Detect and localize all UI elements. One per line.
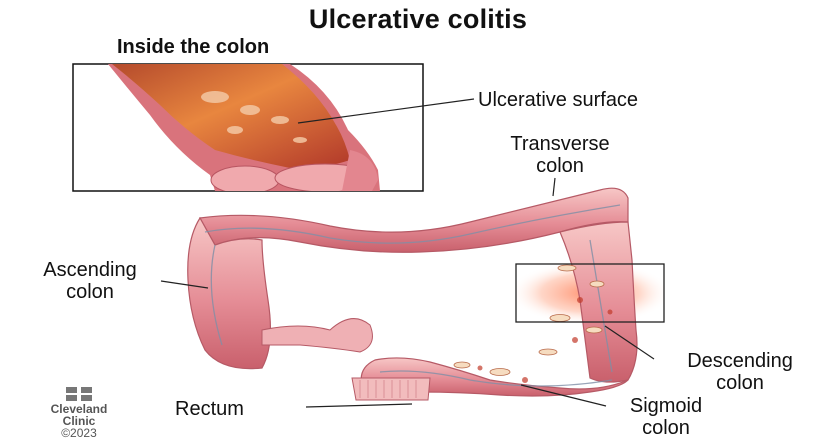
label-ascending-line1: Ascending xyxy=(6,259,174,281)
label-descending-line2: colon xyxy=(650,372,830,394)
label-ascending-line2: colon xyxy=(6,281,174,303)
label-descending-colon: Descending colon xyxy=(650,350,830,394)
label-descending-line1: Descending xyxy=(650,350,830,372)
label-sigmoid-line1: Sigmoid xyxy=(612,395,720,417)
cleveland-clinic-logo-icon xyxy=(66,387,92,401)
label-ulcerative-surface: Ulcerative surface xyxy=(478,89,638,111)
label-transverse-line2: colon xyxy=(480,155,640,177)
cleveland-clinic-logo: Cleveland Clinic ©2023 xyxy=(20,387,138,439)
label-rectum: Rectum xyxy=(175,398,244,420)
label-ascending-colon: Ascending colon xyxy=(6,259,174,303)
label-transverse-line1: Transverse xyxy=(480,133,640,155)
logo-copyright: ©2023 xyxy=(20,427,138,439)
label-transverse-colon: Transverse colon xyxy=(480,133,640,177)
label-sigmoid-colon: Sigmoid colon xyxy=(612,395,720,439)
colon xyxy=(188,188,664,400)
label-sigmoid-line2: colon xyxy=(612,417,720,439)
leader-transverse xyxy=(553,178,555,196)
leader-rectum xyxy=(306,404,412,407)
inset-panel xyxy=(73,64,423,194)
